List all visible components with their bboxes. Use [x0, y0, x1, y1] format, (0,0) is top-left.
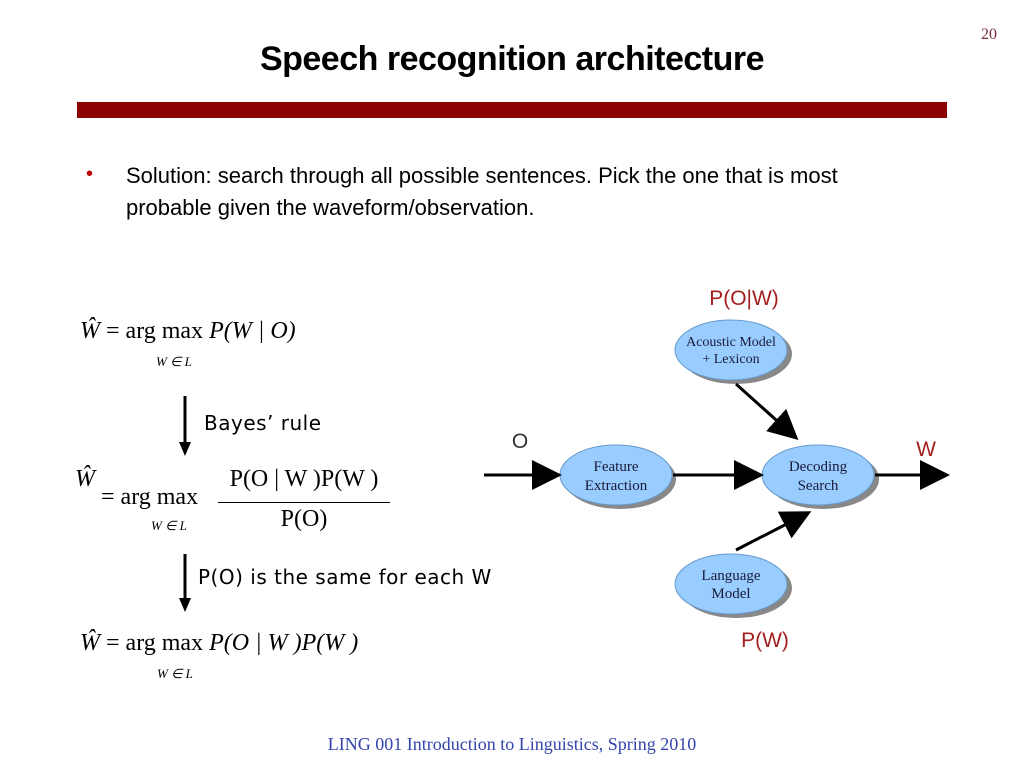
language-model-label-2: Model	[711, 586, 750, 602]
equation-1: Ŵ = arg max P(W | O)	[80, 318, 296, 345]
same-for-each-label: P(O) is the same for each W	[198, 565, 492, 589]
equation-2-denominator: P(O)	[215, 506, 393, 533]
acoustic-to-decoding-arrow	[734, 382, 799, 441]
equation-2-lhs: Ŵ	[75, 466, 95, 492]
equation-2-subscript: W ∈ L	[151, 518, 187, 533]
acoustic-model-label-2: + Lexicon	[702, 352, 759, 367]
language-to-decoding-arrow	[735, 511, 812, 552]
acoustic-probability-label: P(O|W)	[709, 287, 779, 310]
language-model-label-1: Language	[701, 568, 760, 584]
language-model-node	[674, 553, 788, 615]
equation-3-operator: = arg max	[106, 630, 204, 656]
feature-extraction-label-2: Extraction	[585, 478, 648, 494]
equation-3: Ŵ = arg max P(O | W )P(W )	[80, 630, 358, 657]
slide-title: Speech recognition architecture	[259, 40, 765, 78]
equation-3-rhs: P(O | W )P(W )	[209, 630, 359, 656]
bayes-rule-label: Bayes’ rule	[204, 411, 322, 435]
acoustic-model-label-1: Acoustic Model	[686, 335, 776, 350]
equation-1-lhs: Ŵ	[80, 318, 100, 344]
input-o-label: O	[512, 430, 528, 453]
equation-2-operator: = arg max	[101, 484, 199, 510]
decoding-search-label-2: Search	[798, 478, 839, 494]
equation-3-lhs: Ŵ	[80, 630, 100, 656]
decoding-search-label-1: Decoding	[789, 459, 848, 475]
equation-1-rhs: P(W | O)	[209, 318, 296, 344]
slide-footer: LING 001 Introduction to Linguistics, Sp…	[327, 734, 697, 754]
feature-extraction-node	[559, 444, 673, 506]
equation-1-subscript: W ∈ L	[156, 354, 192, 369]
language-probability-label: P(W)	[741, 629, 789, 652]
equation-2: Ŵ = arg max	[75, 466, 198, 510]
equation-1-operator: = arg max	[106, 318, 204, 344]
equation-2-fraction-bar	[218, 502, 390, 503]
output-w-label: W	[916, 438, 936, 461]
decoding-search-node	[761, 444, 875, 506]
equation-2-numerator-text: P(O | W )P(W )	[229, 466, 379, 492]
acoustic-model-node	[674, 319, 788, 381]
title-divider-bar	[77, 102, 947, 118]
equation-2-numerator: P(O | W )P(W )	[215, 466, 393, 493]
bullet-text: Solution: search through all possible se…	[126, 163, 838, 220]
equation-2-denominator-text: P(O)	[280, 506, 328, 532]
bullet-dot-icon: •	[86, 163, 94, 185]
equation-3-subscript: W ∈ L	[157, 666, 193, 681]
slide-number: 20	[981, 26, 997, 43]
feature-extraction-label-1: Feature	[594, 459, 639, 475]
